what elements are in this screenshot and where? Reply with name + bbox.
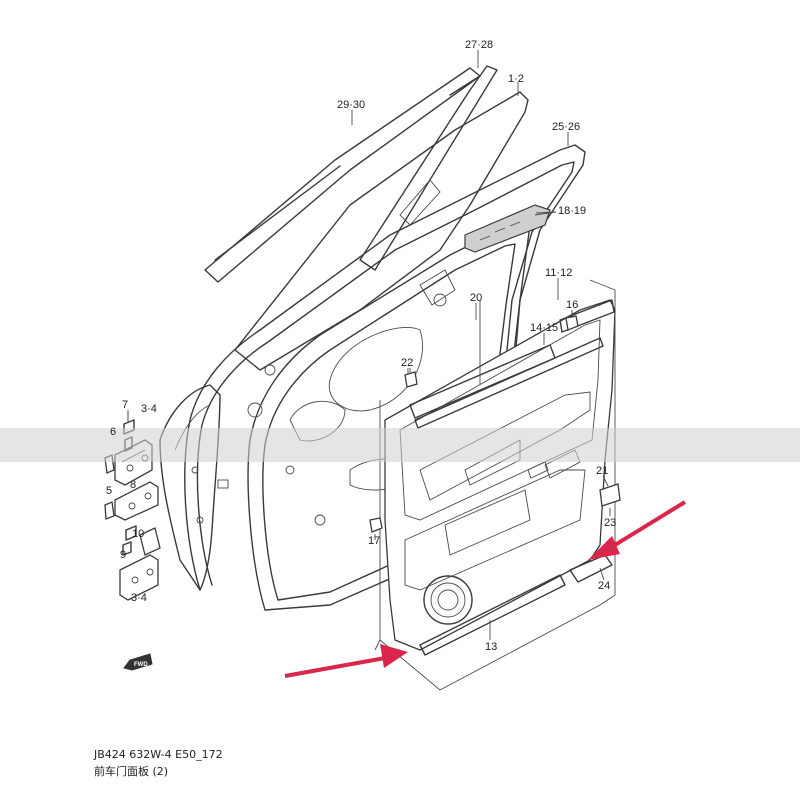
belt-moulding-strip <box>409 299 615 429</box>
callout-20: 20 <box>470 292 482 304</box>
leader-lines <box>127 50 611 640</box>
power-window-switch <box>464 204 556 253</box>
callout-22: 22 <box>401 357 413 369</box>
callout-27-28: 27·28 <box>465 39 493 51</box>
door-hinge-pillar <box>159 384 229 591</box>
callout-8: 8 <box>130 479 136 491</box>
callout-29-30: 29·30 <box>337 99 365 111</box>
callout-16: 16 <box>566 299 578 311</box>
callout-17: 17 <box>368 535 380 547</box>
callout-18-19: 18·19 <box>558 205 586 217</box>
figure-code: JB424 632W-4 E50_172 <box>93 748 223 761</box>
callout-23: 23 <box>604 517 616 529</box>
cap-21 <box>599 483 621 507</box>
callout-25-26: 25·26 <box>552 121 580 133</box>
glass-run-strip <box>204 65 498 283</box>
callout-24: 24 <box>598 580 610 592</box>
watermark-band <box>0 428 800 462</box>
middle-hinge <box>104 481 159 521</box>
callout-13: 13 <box>485 641 497 653</box>
forward-arrow-icon: FWD <box>123 653 153 671</box>
callout-3-4-bottom: 3·4 <box>131 592 147 604</box>
clip-17 <box>369 517 383 533</box>
callout-14-15: 14·15 <box>530 322 558 334</box>
callout-1-2: 1·2 <box>508 73 524 85</box>
callout-21: 21 <box>596 465 608 477</box>
red-pointer-arrow-right <box>588 500 687 560</box>
clip-16 <box>565 310 579 331</box>
figure-title: 前车门面板 (2) <box>94 764 168 778</box>
door-glass <box>234 91 529 371</box>
part-callouts: 27·28 1·2 29·30 25·26 18·19 11·12 20 16 … <box>106 39 616 653</box>
callout-7: 7 <box>122 399 128 411</box>
callout-3-4-top: 3·4 <box>141 403 157 415</box>
lower-hinge <box>119 527 161 601</box>
forward-marker-text: FWD <box>134 662 148 668</box>
red-pointer-arrow-bottom <box>284 644 408 678</box>
assembly-outline <box>374 279 616 691</box>
clip-22 <box>404 368 418 388</box>
callout-11-12: 11·12 <box>545 267 572 279</box>
callout-5: 5 <box>106 485 112 497</box>
callout-10: 10 <box>132 528 144 540</box>
callout-6: 6 <box>110 426 116 438</box>
callout-9: 9 <box>120 549 126 561</box>
lower-moulding-strip <box>419 554 613 656</box>
